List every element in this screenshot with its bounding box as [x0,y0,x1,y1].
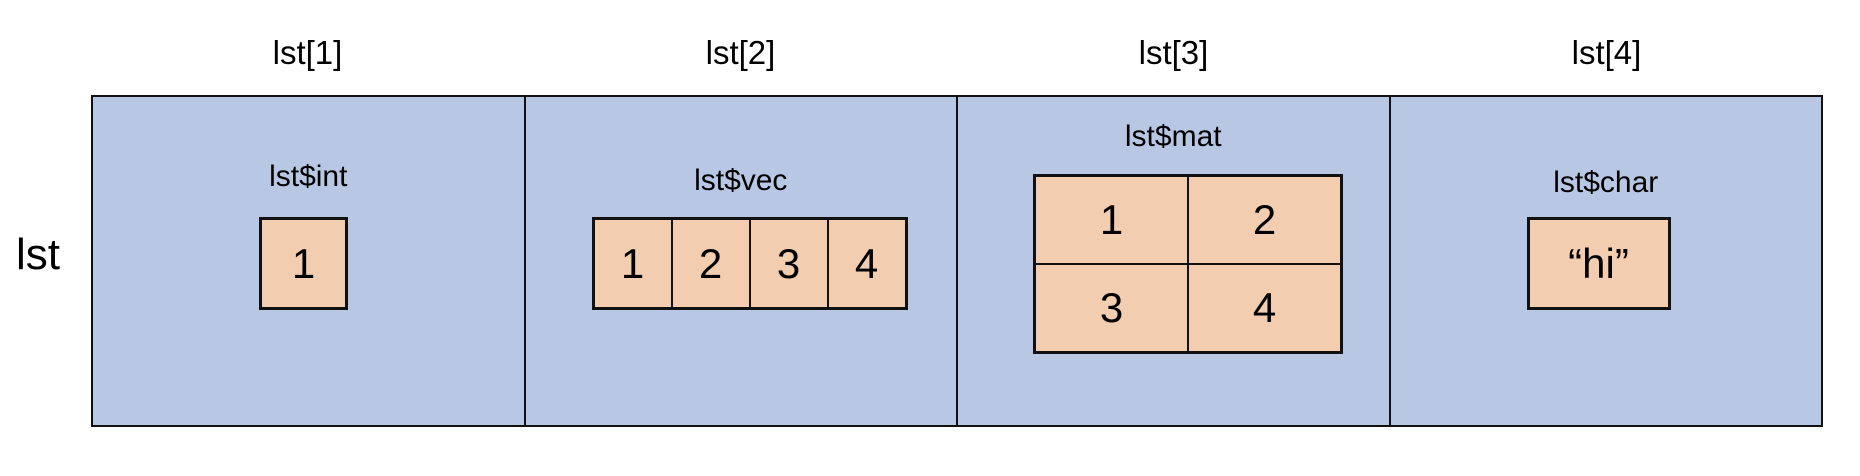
index-label: lst[2] [705,34,776,71]
list-element-slot: lst$int 1 [93,97,526,425]
index-label: lst[3] [1138,34,1209,71]
element-name-label: lst$char [1553,166,1659,199]
value-cell: 1 [261,219,346,308]
element-name-label: lst$mat [1124,120,1222,153]
value-cell: 2 [1188,176,1341,264]
list-element-slot: lst$char “hi” [1391,97,1822,425]
index-label: lst[4] [1571,34,1642,71]
value-cell: 3 [1035,264,1188,352]
value-cell: 1 [593,219,672,308]
value-cell: 4 [1188,264,1341,352]
element-value-box: 1 [259,217,348,310]
value-cell: 1 [1035,176,1188,264]
value-cell: “hi” [1528,219,1669,308]
list-name-label: lst [16,230,60,279]
index-label: lst[1] [272,34,343,71]
value-cell: 4 [827,219,906,308]
element-name-label: lst$int [269,160,348,193]
element-value-box: “hi” [1526,217,1671,310]
value-cell: 2 [671,219,750,308]
element-name-label: lst$vec [694,164,788,197]
value-cell: 3 [749,219,828,308]
